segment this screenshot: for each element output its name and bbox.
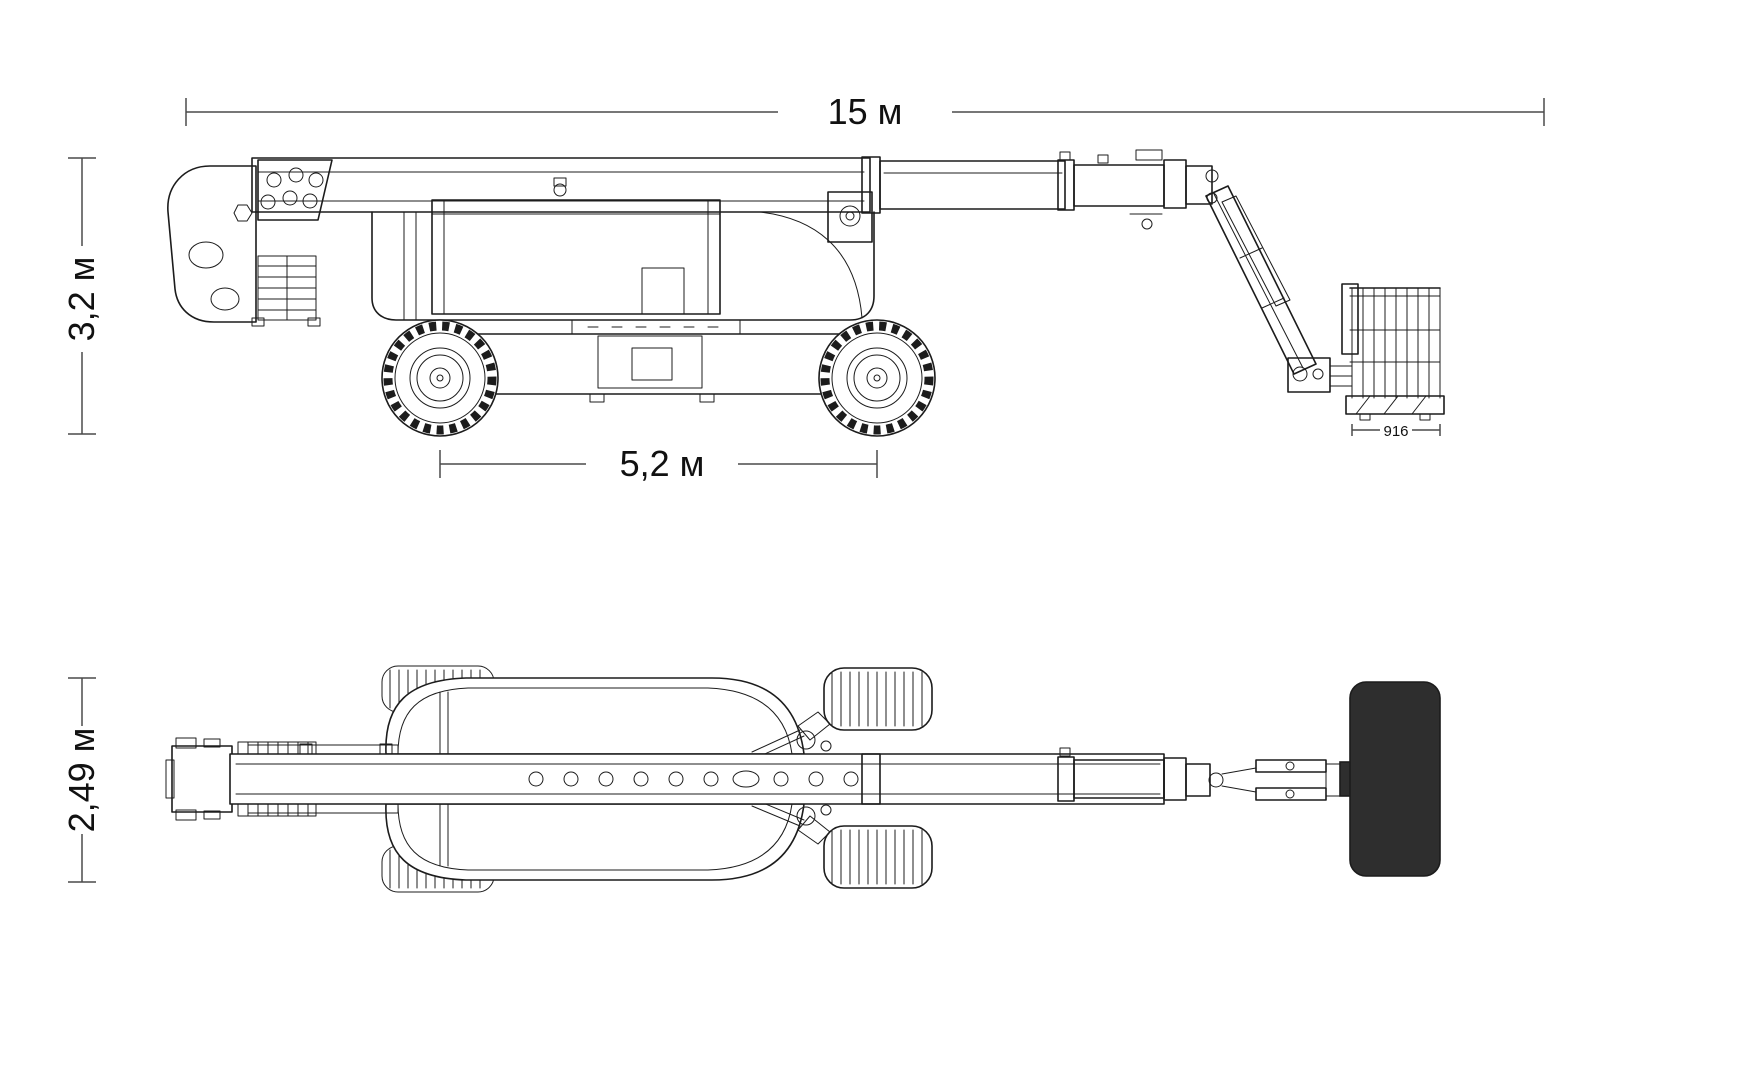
plan-basket <box>1339 681 1441 877</box>
length-dimension-label: 15 м <box>828 91 903 132</box>
plan-boom-head <box>1163 757 1345 801</box>
width-dimension: 2,49 м <box>61 677 102 883</box>
basket-width-label: 916 <box>1383 423 1408 440</box>
front-wheel <box>381 319 499 437</box>
rear-right-tire-top <box>751 667 933 759</box>
wheelbase-dimension-label: 5,2 м <box>620 443 705 484</box>
rear-wheel <box>818 319 936 437</box>
wheelbase-dimension: 5,2 м <box>439 443 878 484</box>
turntable <box>571 319 741 335</box>
height-dimension-label: 3,2 м <box>61 257 102 342</box>
plan-basket-body <box>1349 681 1441 877</box>
length-dimension: 15 м <box>185 91 1545 132</box>
plan-boom <box>229 743 1165 814</box>
counterweight <box>167 159 333 323</box>
work-basket <box>1341 283 1445 421</box>
width-dimension-label: 2,49 м <box>61 728 102 833</box>
access-ladder <box>251 255 321 327</box>
jib-arm <box>1205 185 1353 393</box>
hull-bottom <box>385 803 805 881</box>
basket-width-dimension: 916 <box>1351 423 1441 440</box>
hull-top <box>385 677 805 755</box>
engine-body <box>371 199 875 321</box>
boom-head <box>1129 149 1219 230</box>
plan-view: 2,49 м <box>61 665 1441 893</box>
side-view: 15 м 3,2 м 5,2 м <box>61 91 1545 484</box>
height-dimension: 3,2 м <box>61 157 102 435</box>
rear-right-tire-bottom <box>751 799 933 889</box>
telescopic-boom <box>251 151 1165 243</box>
